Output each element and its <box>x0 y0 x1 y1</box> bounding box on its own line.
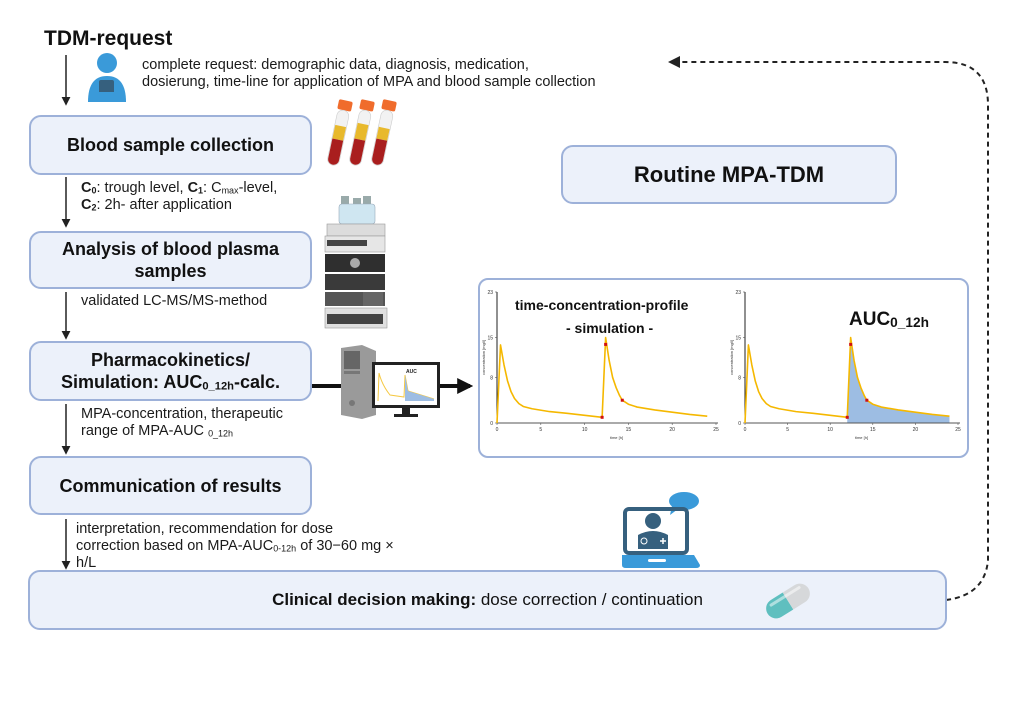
request-note-line1: complete request: demographic data, diag… <box>142 57 529 73</box>
capsule-pill-icon <box>760 583 816 619</box>
svg-text:AUC: AUC <box>406 369 417 375</box>
lc-ms-instrument-icon <box>323 196 391 330</box>
step-communication-of-results[interactable]: Communication of results <box>29 456 312 515</box>
chart-title-simulation: - simulation - <box>566 320 654 336</box>
routine-label-text: Routine MPA-TDM <box>633 161 825 187</box>
request-note-line2: dosierung, time-line for application of … <box>142 74 596 90</box>
communication-note: interpretation, recommendation for dose … <box>76 521 394 571</box>
step-pharmacokinetics-simulation[interactable]: Pharmacokinetics/Simulation: AUC0_12h-ca… <box>29 341 312 401</box>
step-label: Clinical decision making: dose correctio… <box>272 590 703 609</box>
tdm-request-title: TDM-request <box>44 27 173 50</box>
request-note: complete request: demographic data, diag… <box>142 57 682 91</box>
chart-title-auc: AUC0_12h <box>849 309 929 331</box>
step-blood-sample-collection[interactable]: Blood sample collection <box>29 115 312 175</box>
chart-title-profile: time-concentration-profile <box>515 297 689 313</box>
step-label: Communication of results <box>59 475 282 496</box>
sampling-note: C0: trough level, C1: Cmax-level, C2: 2h… <box>81 180 278 213</box>
telemedicine-doctor-laptop-icon <box>620 491 702 569</box>
analysis-note: validated LC-MS/MS-method <box>81 293 268 309</box>
step-label: Blood sample collection <box>66 135 275 155</box>
person-with-tablet-icon <box>84 52 130 104</box>
pk-note: MPA-concentration, therapeutic range of … <box>81 406 284 439</box>
step-label: Pharmacokinetics/Simulation: AUC0_12h-ca… <box>61 350 280 393</box>
routine-mpa-tdm-label: Routine MPA-TDM <box>561 145 897 204</box>
computer-workstation-icon: AUC <box>338 343 442 419</box>
blood-tubes-icon <box>326 98 406 170</box>
